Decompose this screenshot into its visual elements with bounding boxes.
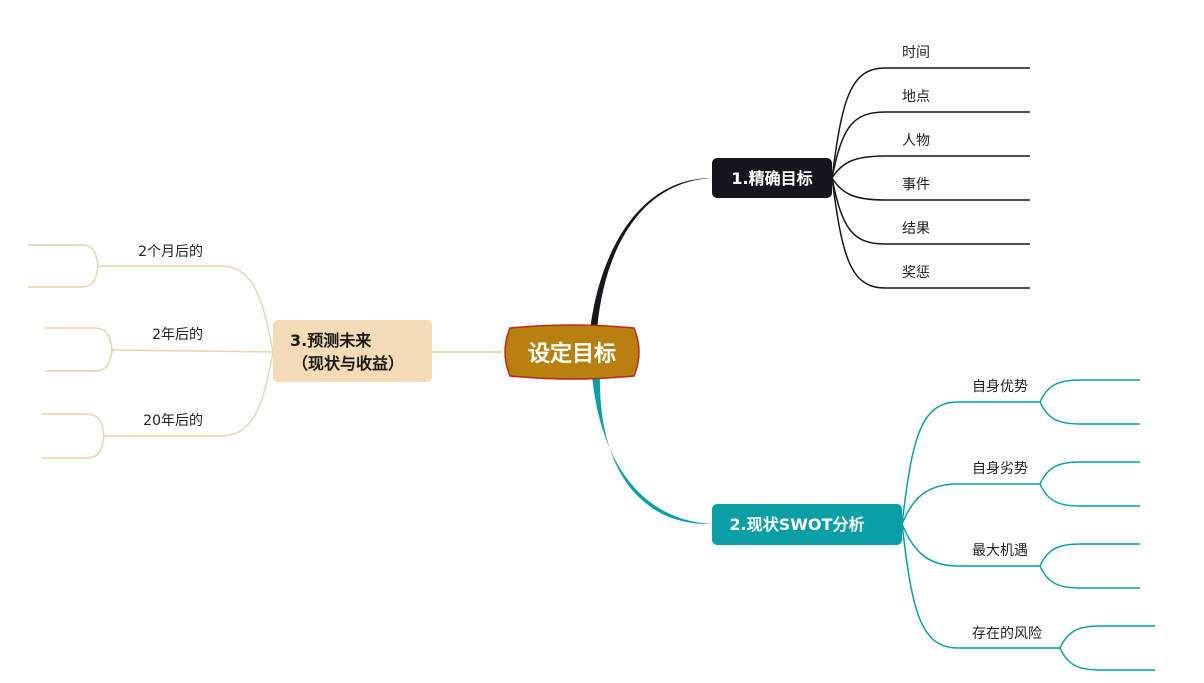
branch2-node[interactable]: 2.现状SWOT分析 bbox=[712, 504, 902, 545]
leaf-event[interactable]: 事件 bbox=[902, 177, 930, 193]
leaf-result[interactable]: 结果 bbox=[902, 221, 930, 237]
branch1-leaf-connectors bbox=[831, 67, 1030, 289]
branch2-leaf-connectors bbox=[901, 379, 1155, 671]
central-node[interactable]: 设定目标 bbox=[504, 324, 640, 380]
leaf-opportunities[interactable]: 最大机遇 bbox=[972, 543, 1028, 559]
branch3-node[interactable]: 3.预测未来 （现状与收益） bbox=[273, 320, 432, 382]
branch3-node-label-line2: （现状与收益） bbox=[292, 354, 404, 373]
central-node-shape bbox=[504, 324, 640, 380]
branch2-node-box bbox=[712, 504, 902, 545]
connector-center-to-branch2 bbox=[592, 375, 712, 525]
central-node-label: 设定目标 bbox=[528, 341, 616, 367]
connector-center-to-branch1 bbox=[590, 178, 712, 330]
leaf-time[interactable]: 时间 bbox=[902, 45, 930, 61]
leaf-risks[interactable]: 存在的风险 bbox=[972, 626, 1042, 642]
branch2-leaves: 自身优势 自身劣势 最大机遇 存在的风险 bbox=[972, 379, 1042, 642]
branch3-leaves: 2个月后的 2年后的 20年后的 bbox=[138, 244, 203, 429]
leaf-place[interactable]: 地点 bbox=[902, 89, 930, 105]
branch3-leaf-connectors bbox=[28, 244, 274, 459]
branch1-leaves: 时间 地点 人物 事件 结果 奖惩 bbox=[902, 45, 930, 281]
leaf-20-years-later[interactable]: 20年后的 bbox=[143, 413, 203, 429]
leaf-reward-penalty[interactable]: 奖惩 bbox=[902, 264, 930, 281]
branch2-node-label: 2.现状SWOT分析 bbox=[730, 515, 865, 534]
leaf-weaknesses[interactable]: 自身劣势 bbox=[972, 461, 1028, 477]
branch1-node-label: 1.精确目标 bbox=[731, 169, 812, 188]
leaf-2-years-later[interactable]: 2年后的 bbox=[152, 327, 203, 343]
leaf-2-months-later[interactable]: 2个月后的 bbox=[138, 244, 203, 260]
leaf-strengths[interactable]: 自身优势 bbox=[972, 379, 1028, 395]
branch3-node-box bbox=[273, 320, 432, 382]
branch3-node-label-line1: 3.预测未来 bbox=[290, 331, 372, 350]
leaf-people[interactable]: 人物 bbox=[902, 133, 930, 149]
branch1-node[interactable]: 1.精确目标 bbox=[712, 158, 832, 198]
branch1-node-box bbox=[712, 158, 832, 198]
